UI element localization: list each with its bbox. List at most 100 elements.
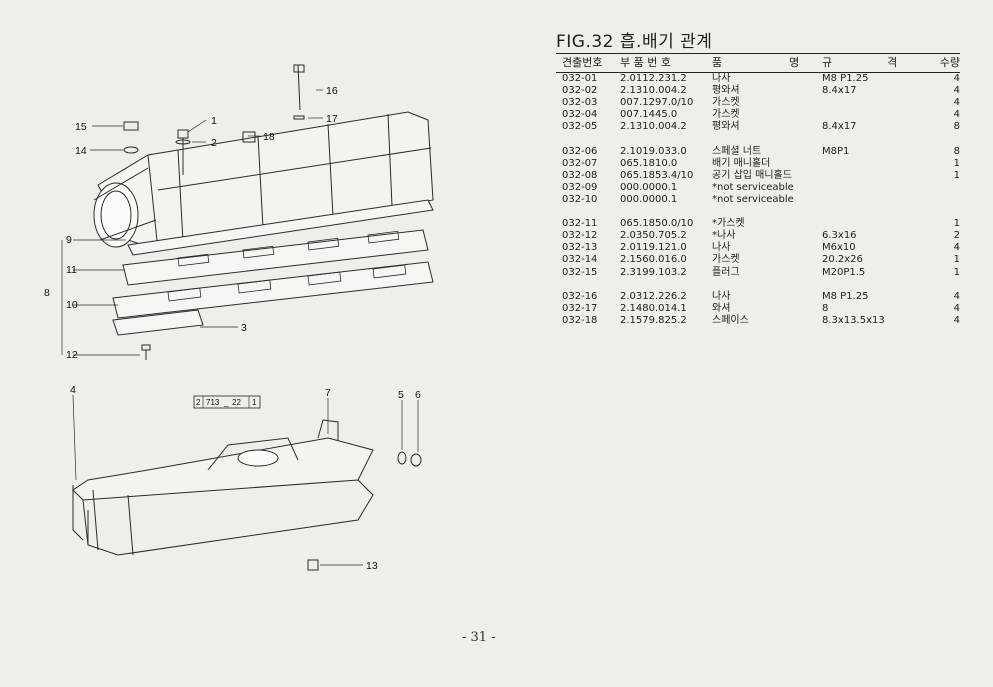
cell-quantity: 1	[953, 254, 960, 266]
cell-part-number: 2.1480.014.1	[620, 302, 687, 314]
page-number: - 31 -	[462, 630, 496, 645]
cell-part-number: 000.0000.1	[620, 193, 678, 205]
cell-quantity: 4	[953, 302, 960, 314]
cell-part-number: 065.1810.0	[620, 157, 678, 169]
cell-number: 032-09	[562, 181, 598, 193]
cell-quantity: 1	[953, 169, 960, 181]
cell-number: 032-03	[562, 97, 598, 109]
group-spacer-cell	[556, 206, 960, 218]
cell-quantity: 4	[953, 242, 960, 254]
callout-18: 18	[263, 131, 275, 143]
cell-quantity: 4	[953, 314, 960, 326]
cell-quantity: 2	[953, 230, 960, 242]
callout-4: 4	[70, 384, 76, 396]
cell-spec	[822, 170, 922, 182]
cell-quantity: 4	[953, 73, 960, 84]
reference-box-part-3: _	[223, 398, 229, 407]
callout-1: 1	[211, 115, 217, 127]
cell-number: 032-08	[562, 169, 598, 181]
reference-box-part-5: 1	[252, 398, 257, 407]
callout-2: 2	[211, 137, 217, 149]
cell-number: 032-04	[562, 109, 598, 121]
figure-title: FIG.32 흡.배기 관계	[556, 32, 960, 54]
cell-quantity: 4	[953, 290, 960, 302]
cell-name: 공기 삽입 매니홀드	[712, 169, 792, 181]
rocker-cover	[93, 111, 434, 251]
cell-part-number: 2.0112.231.2	[620, 73, 687, 84]
callout-8: 8	[44, 287, 50, 299]
plug-15	[123, 121, 139, 131]
cell-part-number: 2.3199.103.2	[620, 266, 687, 278]
gasket-3	[112, 309, 204, 336]
cell-spec: 6.3x16	[822, 230, 857, 242]
spacer-18	[242, 131, 256, 143]
cell-name: 스페이스	[712, 314, 749, 326]
cell-quantity: 4	[953, 97, 960, 109]
reference-box: 2 713 _ 22 1	[193, 395, 261, 409]
cell-name: *not serviceable	[712, 181, 794, 193]
cell-quantity	[922, 182, 960, 194]
cell-part-number: 2.1019.033.0	[620, 145, 687, 157]
cell-spec	[822, 218, 922, 230]
callout-10: 10	[66, 299, 78, 311]
cell-spec: M8P1	[822, 145, 850, 157]
callout-6: 6	[415, 389, 421, 401]
cell-spec	[822, 182, 922, 194]
cell-number: 032-14	[562, 254, 598, 266]
reference-box-part-2: 713	[206, 398, 220, 407]
screw-12	[141, 344, 151, 360]
cell-name: 가스켓	[712, 254, 740, 266]
cell-quantity: 1	[953, 266, 960, 278]
callout-3: 3	[241, 322, 247, 334]
cell-part-number: 065.1850.0/10	[620, 218, 694, 230]
gasket-5	[397, 451, 407, 465]
washer-17	[293, 115, 305, 120]
cell-part-number: 2.0119.121.0	[620, 242, 687, 254]
callout-14: 14	[75, 145, 87, 157]
cell-part-number: 007.1297.0/10	[620, 97, 694, 109]
cell-number: 032-13	[562, 242, 598, 254]
table-header-row: 견출번호 부 품 번 호 품 명 규 격 수량	[556, 56, 960, 73]
callout-12: 12	[66, 349, 78, 361]
cell-name: 평와셔	[712, 121, 740, 133]
cell-number: 032-10	[562, 193, 598, 205]
group-spacer	[556, 279, 960, 291]
washer-2	[175, 139, 191, 145]
callout-5: 5	[398, 389, 404, 401]
cell-spec: M8 P1.25	[822, 290, 869, 302]
cell-quantity: 1	[953, 157, 960, 169]
cell-part-number: 2.1560.016.0	[620, 254, 687, 266]
cell-part-number: 2.0350.705.2	[620, 230, 687, 242]
cell-spec: 8.3x13.5x13	[822, 314, 885, 326]
callout-16: 16	[326, 85, 338, 97]
reference-box-part-1: 2	[196, 398, 201, 407]
group-spacer-cell	[556, 279, 960, 291]
header-spec-b: 격	[887, 56, 898, 70]
nut-6	[410, 453, 422, 467]
cell-number: 032-02	[562, 85, 598, 97]
cell-quantity: 1	[953, 218, 960, 230]
cell-spec: M8 P1.25	[822, 73, 869, 84]
washer-14	[123, 146, 139, 154]
bolt-16	[293, 64, 305, 111]
manifold	[72, 419, 374, 556]
screw-13	[307, 559, 319, 571]
gasket-11	[122, 229, 429, 286]
header-part-number: 부 품 번 호	[620, 56, 712, 73]
reference-box-part-4: 22	[232, 398, 241, 407]
callout-7: 7	[325, 387, 331, 399]
cell-part-number: 2.1579.825.2	[620, 314, 687, 326]
group-spacer-cell	[556, 133, 960, 145]
